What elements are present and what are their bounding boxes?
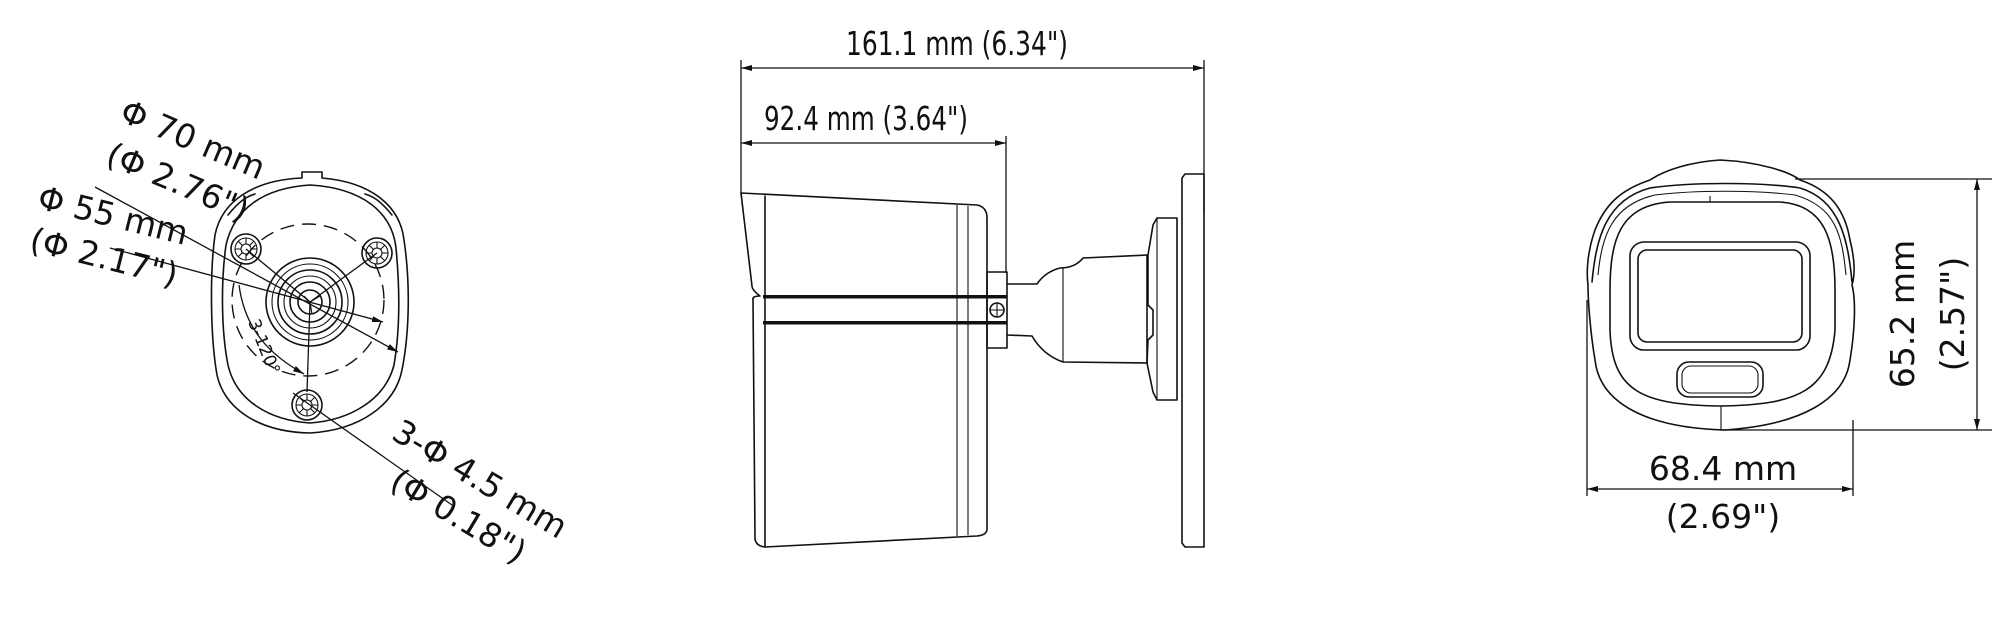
pitch-circle-leader (109, 247, 384, 323)
mounting-plate (1181, 173, 1205, 548)
rear-side-lugs (227, 193, 393, 216)
side-view: 161.1 mm (6.34") 92.4 mm (3.64") (740, 24, 1205, 548)
angle-arc (238, 284, 305, 375)
bracket-connector (986, 271, 1008, 349)
height-in-label: (2.57") (1933, 257, 1972, 371)
rear-view: Φ 70 mm (Φ 2.76") Φ 55 mm (Φ 2.17") 3-12… (26, 91, 574, 571)
screw-icon (989, 302, 1005, 318)
mounting-hole (291, 389, 323, 421)
body-seam (763, 295, 1007, 299)
outer-diameter-leader (94, 186, 399, 353)
hole-leader (292, 392, 453, 506)
body-length-label: 92.4 mm (3.64") (764, 99, 968, 138)
front-bezel (1609, 201, 1836, 407)
width-in-label: (2.69") (1666, 497, 1780, 536)
rear-outer-housing (210, 171, 410, 434)
total-length-label: 161.1 mm (6.34") (846, 24, 1068, 63)
height-mm-label: 65.2 mm (1883, 240, 1922, 388)
width-mm-label: 68.4 mm (1649, 449, 1797, 488)
rear-inner-housing (221, 184, 400, 424)
front-housing (1586, 159, 1856, 431)
front-hood (1591, 182, 1853, 283)
side-body (740, 192, 988, 548)
bracket-arm (1006, 254, 1148, 364)
front-view: 65.2 mm (2.57") 68.4 mm (2.69") (1586, 159, 1992, 536)
bracket-flange (1146, 217, 1178, 401)
light-window (1676, 361, 1764, 398)
lens-window (1629, 241, 1811, 351)
angle-label: 3-120° (243, 316, 283, 377)
